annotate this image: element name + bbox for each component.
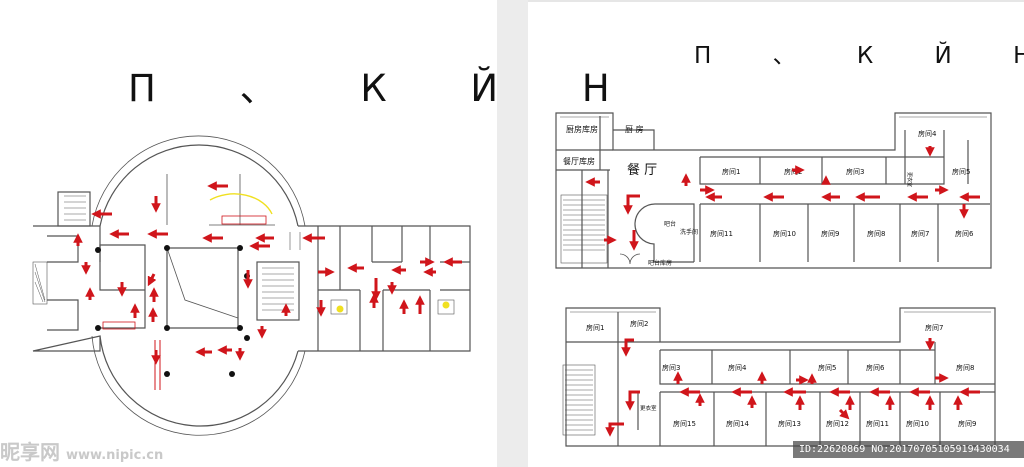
right-top-evacuation-arrows — [585, 146, 980, 251]
right-bottom-evacuation-arrows — [605, 338, 980, 437]
right-plan-title: П 、 К Й Н — [694, 43, 1024, 69]
image-id-bar: ID:22620869 NO:20170705105919430034 — [793, 441, 1024, 458]
top-room-4-label: 房间4 — [918, 129, 937, 138]
top-room-10-label: 房间10 — [773, 229, 796, 238]
bottom-room-6-label: 房间6 — [866, 363, 885, 372]
bottom-room-2-label: 房间2 — [630, 319, 648, 328]
bottom-room-3-label: 房间3 — [662, 363, 680, 372]
top-room-9-label: 房间9 — [821, 229, 839, 238]
washroom-label: 洗手间 — [680, 228, 698, 236]
top-room-7-label: 房间7 — [911, 229, 929, 238]
bottom-room-9-label: 房间9 — [958, 419, 976, 428]
bottom-room-8-label: 房间8 — [956, 363, 974, 372]
top-room-3-label: 房间3 — [846, 167, 864, 176]
bottom-room-14-label: 房间14 — [726, 419, 749, 428]
top-room-6-label: 房间6 — [955, 229, 974, 238]
left-floor-plan-panel — [0, 0, 497, 467]
top-room-1-label: 房间1 — [722, 167, 740, 176]
bottom-room-10-label: 房间10 — [906, 419, 929, 428]
bar-label: 吧台 — [664, 220, 676, 228]
right-top-plan-walls — [555, 112, 992, 269]
panel-gutter — [497, 0, 528, 467]
bottom-room-5-label: 房间5 — [818, 363, 836, 372]
left-plan-walls — [32, 135, 471, 436]
left-plan-accents — [336, 301, 450, 313]
watermark: 昵享网 www.nipic.cn — [0, 436, 163, 465]
left-plan-title: П 、 К Й Н — [128, 67, 646, 110]
watermark-brand: 昵享网 — [0, 440, 60, 464]
right-bottom-plan-labels: 房间1 房间2 房间7 房间3 房间4 房间5 房间6 房间8 房间15 房间1… — [586, 319, 976, 428]
top-room-8-label: 房间8 — [867, 229, 885, 238]
left-plan-columns — [95, 245, 250, 377]
changing-room-label: 更衣室 — [906, 172, 913, 187]
bottom-room-11-label: 房间11 — [866, 419, 889, 428]
bottom-room-4-label: 房间4 — [728, 363, 747, 372]
kitchen-storage-label: 厨房库房 — [566, 124, 598, 134]
right-top-plan-labels: 厨房库房 厨 房 餐厅库房 餐 厅 房间1 房间2 房间3 房间4 房间5 房间… — [563, 124, 974, 267]
bottom-room-13-label: 房间13 — [778, 419, 801, 428]
top-room-5-label: 房间5 — [952, 167, 970, 176]
bottom-room-7-label: 房间7 — [925, 323, 943, 332]
dining-hall-label: 餐 厅 — [627, 162, 657, 178]
left-plan-evacuation-arrows — [73, 181, 462, 365]
dining-storage-label: 餐厅库房 — [563, 156, 595, 166]
kitchen-label: 厨 房 — [625, 124, 644, 134]
top-room-11-label: 房间11 — [710, 229, 733, 238]
bottom-changing-room-label: 更衣室 — [640, 404, 657, 412]
right-bottom-plan-walls — [562, 307, 996, 447]
bottom-room-12-label: 房间12 — [826, 419, 849, 428]
bottom-room-1-label: 房间1 — [586, 323, 604, 332]
right-floor-plan-panel — [528, 2, 1024, 467]
watermark-url: www.nipic.cn — [66, 448, 164, 463]
bar-storage-label: 吧台库房 — [648, 259, 672, 267]
bottom-room-15-label: 房间15 — [673, 419, 696, 428]
